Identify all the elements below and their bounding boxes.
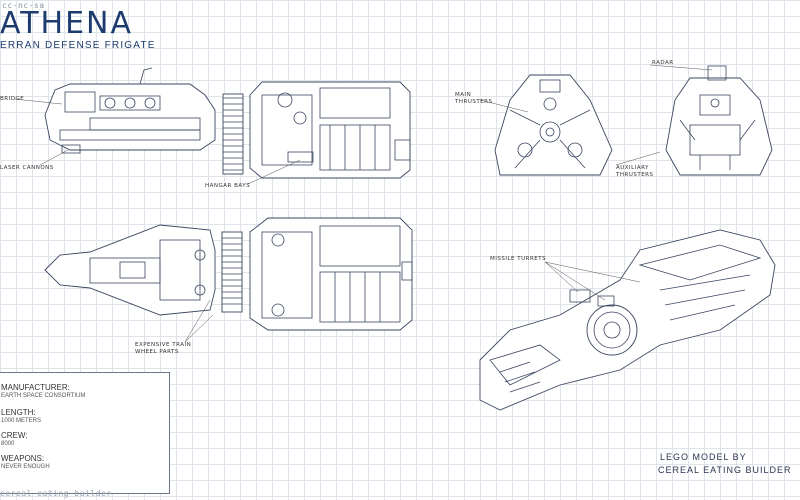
ship-title: ATHENA: [0, 6, 133, 41]
license-tag: cc-nc-sa: [2, 1, 45, 10]
perspective-view-ship: [479, 229, 776, 411]
side-view-ship: [44, 67, 411, 179]
spec-manufacturer-value: EARTH SPACE CONSORTIUM: [1, 393, 86, 399]
spec-weapons-value: NEVER ENOUGH: [1, 464, 50, 470]
label-laser-cannons: LASER CANNONS: [0, 165, 54, 171]
spec-crew-label: CREW:: [1, 431, 28, 440]
label-radar: RADAR: [652, 60, 674, 66]
spec-manufacturer: MANUFACTURER: EARTH SPACE CONSORTIUM: [1, 383, 85, 399]
spec-length: LENGTH: 1000 METERS: [1, 408, 41, 424]
top-view-ship: [44, 217, 413, 331]
watermark: cereal eating builder: [0, 489, 112, 498]
label-aux-thrusters-1: AUXILIARY: [616, 165, 649, 171]
spec-length-label: LENGTH:: [1, 408, 36, 417]
credit-line-1: LEGO MODEL BY: [660, 452, 747, 462]
label-main-thrusters-1: MAIN: [455, 92, 472, 98]
label-train-wheels-2: WHEEL PARTS: [135, 349, 179, 355]
front-view-ship: [665, 65, 773, 176]
rear-view-ship: [494, 74, 613, 176]
label-missile-turrets: MISSILE TURRETS: [490, 256, 547, 262]
spec-crew-value: 8000: [1, 441, 15, 447]
spec-length-value: 1000 METERS: [1, 418, 42, 424]
label-main-thrusters-2: THRUSTERS: [455, 99, 493, 105]
label-aux-thrusters-2: THRUSTERS: [616, 172, 654, 178]
spec-weapons: WEAPONS: NEVER ENOUGH: [1, 454, 50, 470]
label-bridge: BRIDGE: [0, 96, 25, 102]
spec-crew: CREW: 8000: [1, 431, 28, 447]
spec-manufacturer-label: MANUFACTURER:: [1, 383, 70, 392]
credit-line-2: CEREAL EATING BUILDER: [658, 465, 792, 475]
spec-panel: MANUFACTURER: EARTH SPACE CONSORTIUM LEN…: [0, 372, 170, 494]
leader-lines: [13, 64, 713, 343]
label-train-wheels-1: EXPENSIVE TRAIN: [135, 342, 192, 348]
ship-subtitle: ERRAN DEFENSE FRIGATE: [0, 40, 156, 51]
spec-weapons-label: WEAPONS:: [1, 454, 45, 463]
label-hangar-bays: HANGAR BAYS: [205, 183, 251, 189]
